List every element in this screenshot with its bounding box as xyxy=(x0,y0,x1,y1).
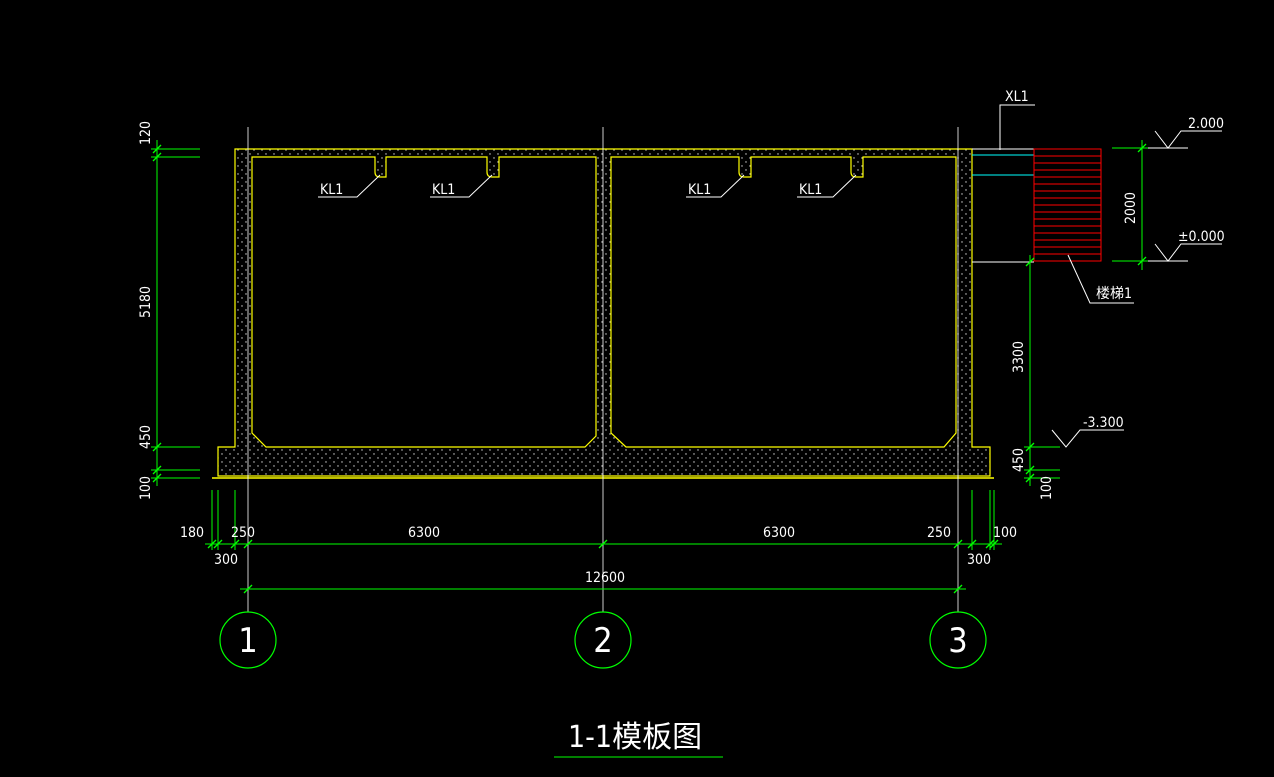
stair-leader xyxy=(1067,254,1134,304)
dim-tick-mark xyxy=(207,539,217,549)
axis-label-3: 3 xyxy=(948,621,967,661)
dim-left-450: 450 xyxy=(138,425,154,449)
dim-left-5180: 5180 xyxy=(138,286,154,318)
dim-tick-mark xyxy=(152,152,162,162)
right-chamber-outline xyxy=(610,156,957,448)
dim-tick-mark xyxy=(243,539,253,549)
kl1-label: KL1 xyxy=(320,182,343,198)
dim-tick-mark xyxy=(1137,143,1147,153)
axis-bubbles xyxy=(219,611,987,669)
elevation-2000-triangle xyxy=(1154,130,1222,149)
dim-left-120: 120 xyxy=(138,121,154,145)
axis-label-2: 2 xyxy=(593,621,612,661)
dim-tick-mark xyxy=(1025,465,1035,475)
dim-tick-mark xyxy=(953,584,963,594)
dim-tick-mark xyxy=(953,539,963,549)
dimension-ticks xyxy=(152,143,1147,594)
xl1-leader xyxy=(999,104,1035,150)
dim-tick-mark xyxy=(152,465,162,475)
axis-bubble-2 xyxy=(574,611,632,669)
elevation-0-triangle xyxy=(1154,243,1222,262)
elevation-markers xyxy=(1051,130,1222,448)
dim-tick-mark xyxy=(1137,256,1147,266)
dim-right-450: 450 xyxy=(1011,448,1027,472)
concrete-fill xyxy=(218,149,990,476)
dimension-lines xyxy=(151,140,1148,590)
dim-tick-mark xyxy=(1025,257,1035,267)
concrete-outline xyxy=(217,148,991,477)
dim-right-2000: 2000 xyxy=(1123,192,1139,224)
dim-100-right: 100 xyxy=(993,525,1017,541)
axis-label-1: 1 xyxy=(238,621,257,661)
kl1-label: KL1 xyxy=(799,182,822,198)
dim-tick-mark xyxy=(213,539,223,549)
kl1-leader-4 xyxy=(797,174,857,198)
kl1-label: KL1 xyxy=(432,182,455,198)
kl1-label: KL1 xyxy=(688,182,711,198)
dim-tick-mark xyxy=(1025,442,1035,452)
dim-left-100: 100 xyxy=(138,476,154,500)
dim-180: 180 xyxy=(180,525,204,541)
left-chamber-outline xyxy=(251,156,597,448)
kl1-leader-1 xyxy=(318,174,381,198)
dim-6300-right: 6300 xyxy=(763,525,795,541)
dim-tick-mark xyxy=(967,539,977,549)
dim-tick-mark xyxy=(230,539,240,549)
stair-hatch xyxy=(1033,148,1102,262)
dim-tick-mark xyxy=(152,442,162,452)
dim-tick-mark xyxy=(989,539,999,549)
beam-labels xyxy=(318,174,857,198)
elevation-neg-label: -3.300 xyxy=(1083,415,1124,431)
stair-area xyxy=(972,104,1134,304)
dim-6300-left: 6300 xyxy=(408,525,440,541)
elevation-neg-triangle xyxy=(1051,429,1124,448)
kl1-leader-3 xyxy=(686,174,745,198)
elevation-0-label: ±0.000 xyxy=(1178,229,1225,245)
dim-300-right: 300 xyxy=(967,552,991,568)
drawing-title: 1-1模板图 xyxy=(568,720,702,755)
dim-tick-mark xyxy=(985,539,995,549)
dim-tick-mark xyxy=(152,144,162,154)
dim-tick-mark xyxy=(1025,473,1035,483)
dim-total-label: 12600 xyxy=(585,570,625,586)
axis-bubble-3 xyxy=(929,611,987,669)
grid-lines xyxy=(247,127,959,612)
dim-right-3300: 3300 xyxy=(1011,341,1027,373)
dim-tick-mark xyxy=(152,473,162,483)
dim-tick-mark xyxy=(243,584,253,594)
dim-tick-mark xyxy=(598,539,608,549)
dim-300-left: 300 xyxy=(214,552,238,568)
dim-right-100: 100 xyxy=(1039,476,1055,500)
kl1-leader-2 xyxy=(430,174,493,198)
stair-label: 楼梯1 xyxy=(1096,286,1132,302)
elevation-2000-label: 2.000 xyxy=(1188,116,1224,132)
dim-250-left: 250 xyxy=(231,525,255,541)
axis-bubble-1 xyxy=(219,611,277,669)
dim-250-right: 250 xyxy=(927,525,951,541)
xl1-label: XL1 xyxy=(1005,89,1029,105)
